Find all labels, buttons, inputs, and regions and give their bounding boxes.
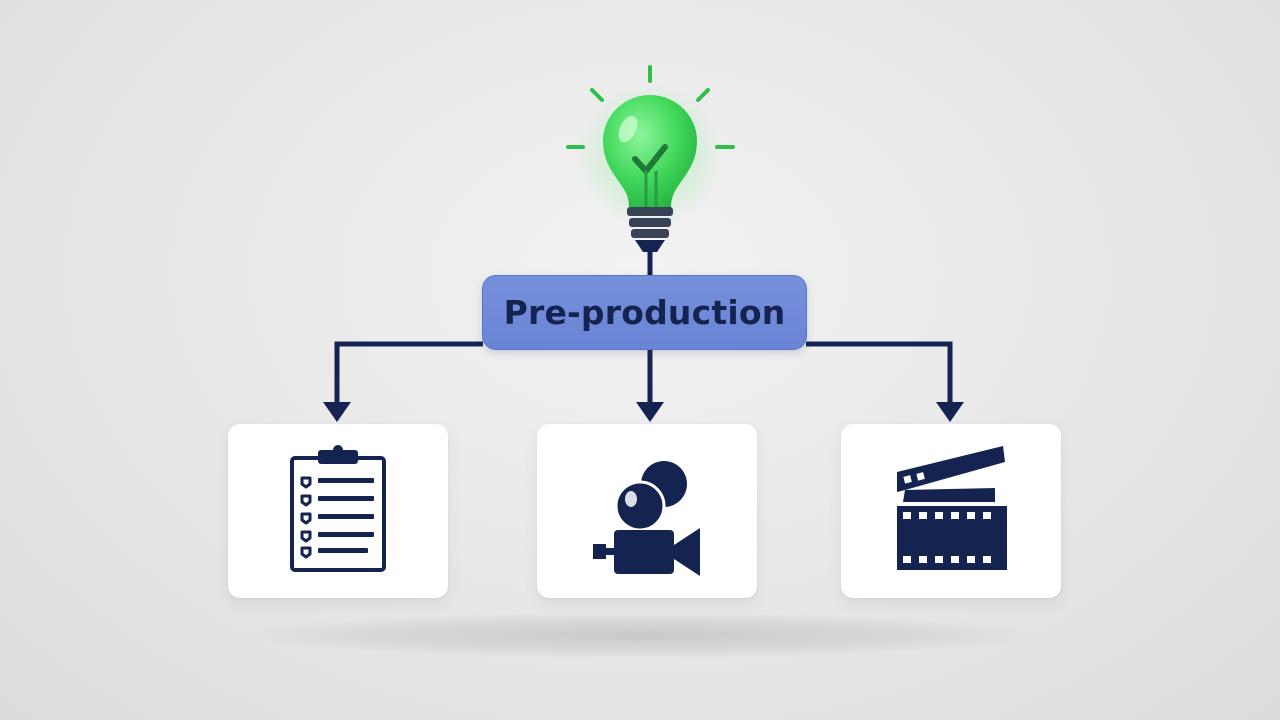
connector-left <box>334 341 483 405</box>
video-camera-icon <box>593 461 700 576</box>
pre-production-label: Pre-production <box>482 275 807 350</box>
connector-right <box>806 341 953 405</box>
checklist-card <box>228 424 448 598</box>
lightbulb-check-icon <box>566 65 735 252</box>
clapperboard-card <box>841 424 1061 598</box>
arrowhead-left <box>323 402 351 422</box>
clipboard-checklist-icon <box>290 445 386 572</box>
camera-card <box>537 424 757 598</box>
arrowhead-center <box>636 402 664 422</box>
floor-shadow <box>250 612 1030 658</box>
arrowhead-right <box>936 402 964 422</box>
film-clapperboard-icon <box>897 446 1007 570</box>
